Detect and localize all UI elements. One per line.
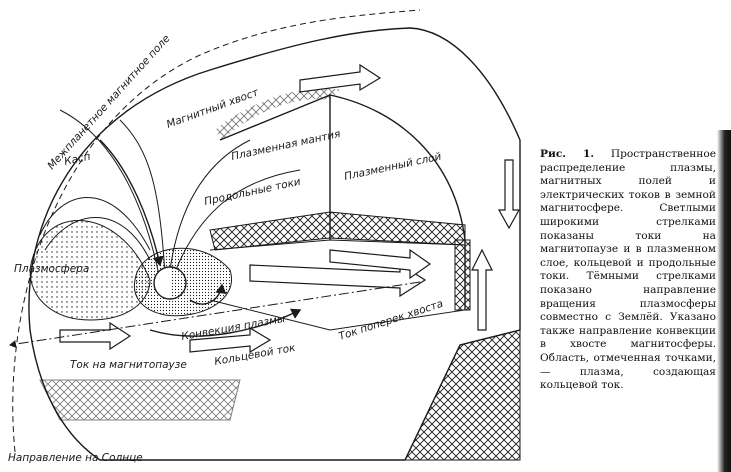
upward-flow-arrow bbox=[471, 248, 493, 331]
label-plasma-sheet: Плазменный слой bbox=[343, 151, 442, 183]
magnetopause-curve bbox=[28, 27, 521, 331]
label-tail-current: Ток поперек хвоста bbox=[337, 298, 444, 343]
label-field-aligned: Продольные токи bbox=[203, 176, 302, 208]
cutaway-floor bbox=[209, 239, 466, 331]
tail-current-arrow bbox=[249, 262, 427, 298]
outer-boundary-line bbox=[12, 9, 421, 453]
ring-current-arrow bbox=[189, 326, 272, 354]
sun-direction-axis bbox=[9, 281, 421, 349]
scan-edge-shadow bbox=[717, 130, 731, 472]
figure-caption: Рис. 1. Пространственное распределение п… bbox=[540, 148, 716, 393]
label-imf: Межпланетное магнитное поле bbox=[45, 33, 172, 172]
plasma-sheet-side bbox=[454, 239, 471, 311]
convection-arrow bbox=[149, 308, 302, 337]
cusp-line bbox=[99, 139, 164, 267]
rotation-arrow bbox=[189, 283, 227, 305]
cutaway-right-wall bbox=[329, 94, 466, 310]
field-line-5 bbox=[39, 197, 151, 251]
label-cusp: Касп bbox=[63, 151, 92, 168]
tail-slab bbox=[29, 140, 521, 461]
earth-shadow bbox=[170, 267, 186, 299]
plasma-sheet-band bbox=[209, 211, 466, 251]
field-line-1 bbox=[59, 109, 161, 281]
label-plasma-mantle: Плазменная мантия bbox=[230, 128, 341, 163]
tail-lobe-arrow bbox=[299, 63, 382, 93]
label-solar-direction: Направление на Солнце bbox=[8, 452, 143, 464]
plasma-sheet-arrow bbox=[329, 248, 432, 280]
field-line-3 bbox=[169, 139, 251, 271]
magnetosphere-figure: Межпланетное магнитное поле Магнитный хв… bbox=[8, 9, 521, 464]
slab-front-hatch bbox=[39, 379, 241, 421]
field-line-2 bbox=[119, 119, 166, 276]
plasma-mantle-arc bbox=[215, 88, 340, 140]
label-plasmasphere: Плазмосфера bbox=[14, 263, 89, 275]
label-tail-lobe: Магнитный хвост bbox=[165, 86, 261, 131]
slab-hatch bbox=[404, 329, 521, 461]
magnetopause-current-arrow bbox=[59, 321, 132, 351]
label-magnetopause-current: Ток на магнитопаузе bbox=[70, 359, 187, 371]
caption-figure-number: Рис. 1. bbox=[540, 148, 595, 160]
right-wall-arrow bbox=[497, 159, 521, 230]
caption-text: Пространственное распределение плазмы, м… bbox=[540, 148, 716, 392]
